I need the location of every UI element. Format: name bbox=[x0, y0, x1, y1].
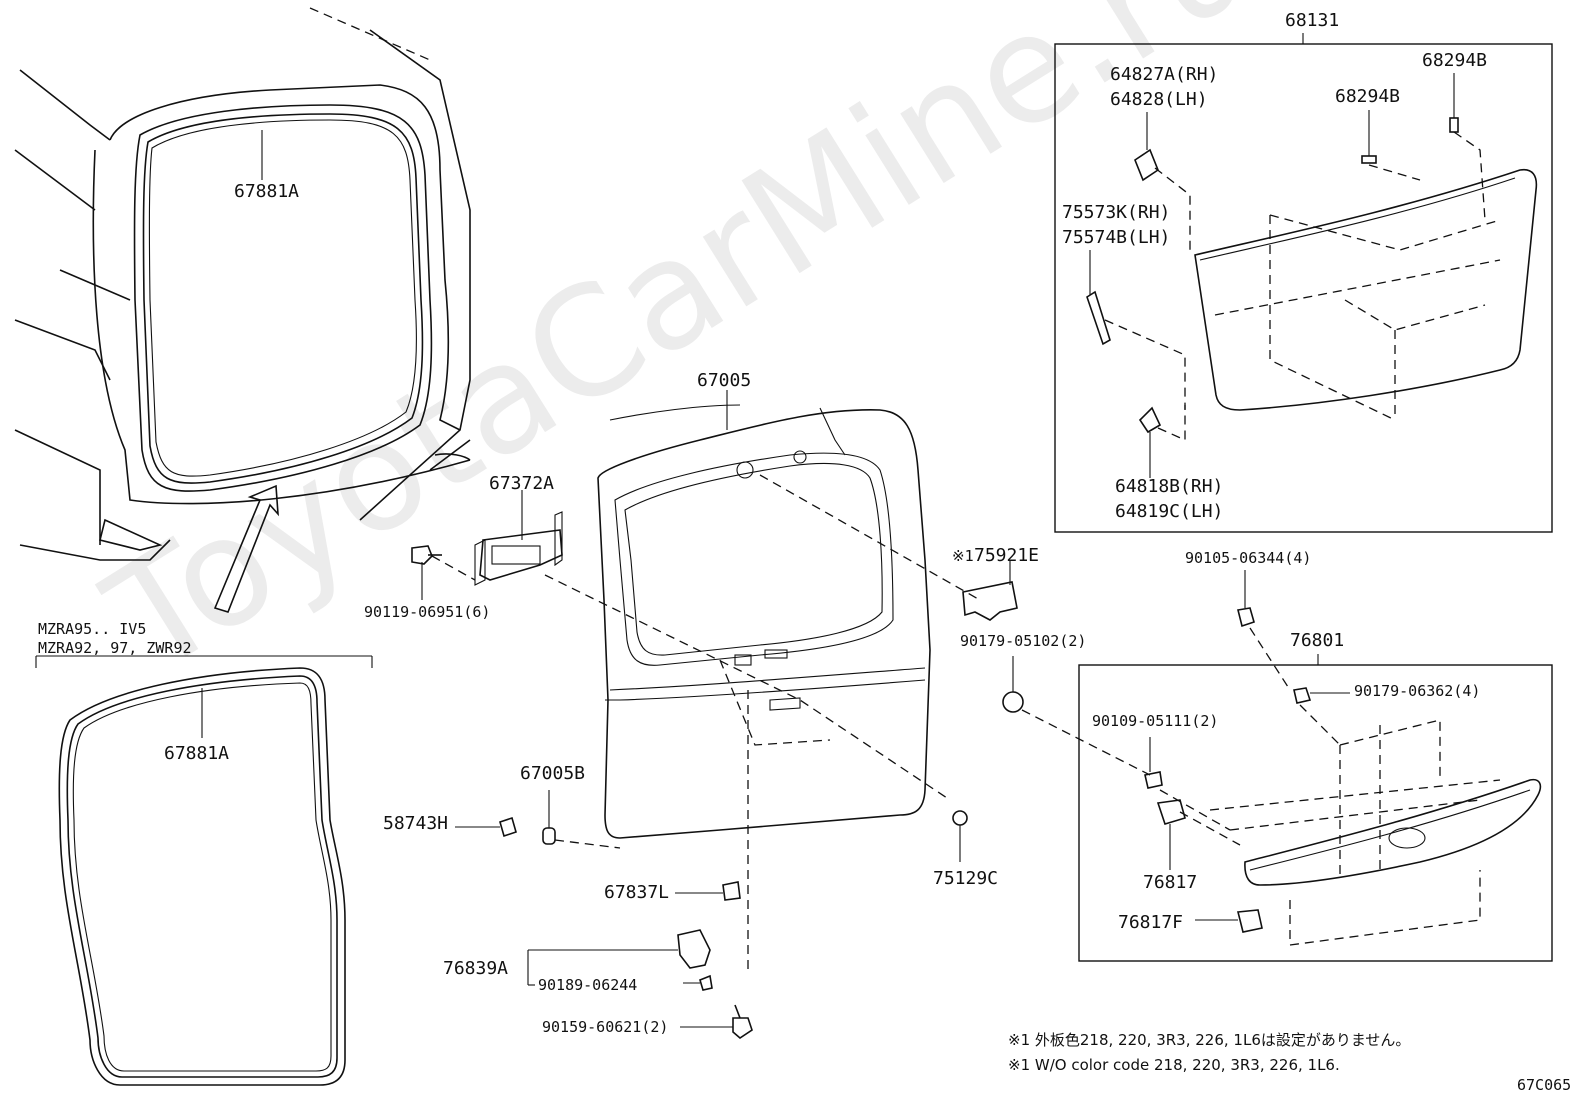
spacer-68294B-b bbox=[1449, 73, 1486, 221]
emblem-75921E bbox=[962, 560, 1018, 621]
variant-bracket bbox=[35, 655, 373, 668]
bolt-90119 bbox=[411, 545, 476, 600]
molding-75573K bbox=[1086, 250, 1186, 410]
label-64828: 64828(LH) bbox=[1110, 89, 1208, 110]
bolt-90159 bbox=[680, 1004, 753, 1040]
label-90179-05102: 90179-05102(2) bbox=[960, 632, 1087, 650]
label-75574B: 75574B(LH) bbox=[1062, 227, 1171, 248]
label-64819C: 64819C(LH) bbox=[1115, 501, 1224, 522]
label-75573K: 75573K(RH) bbox=[1062, 202, 1171, 223]
label-76817: 76817 bbox=[1143, 872, 1198, 893]
label-68294B-b: 68294B bbox=[1422, 50, 1488, 71]
clip-90179-05102 bbox=[1002, 656, 1151, 776]
label-variant-line1: MZRA95.. IV5 bbox=[38, 620, 147, 638]
label-67881A-body: 67881A bbox=[234, 181, 300, 202]
striker-67837L bbox=[675, 881, 741, 901]
label-90119: 90119-06951(6) bbox=[364, 603, 491, 621]
spacer-68294B-a bbox=[1361, 110, 1421, 181]
variant-weatherstrip bbox=[58, 667, 346, 1086]
lock-76839A bbox=[527, 929, 713, 991]
glass-clip-64827A bbox=[1134, 112, 1191, 250]
plug-75129C bbox=[952, 810, 968, 862]
label-76801: 76801 bbox=[1290, 630, 1345, 651]
cushion-76817F bbox=[1195, 909, 1263, 933]
label-76817F: 76817F bbox=[1118, 912, 1184, 933]
note-japanese: ※1 外板色218, 220, 3R3, 226, 1L6は設定がありません。 bbox=[1008, 1031, 1411, 1049]
label-58743H: 58743H bbox=[383, 813, 449, 834]
clip-90179-06362 bbox=[1293, 687, 1350, 746]
label-90159: 90159-60621(2) bbox=[542, 1018, 669, 1036]
label-68294B-a: 68294B bbox=[1335, 86, 1401, 107]
glass-group-box bbox=[1054, 43, 1553, 533]
label-90105: 90105-06344(4) bbox=[1185, 549, 1312, 567]
label-90179-06362: 90179-06362(4) bbox=[1354, 682, 1481, 700]
label-67005B: 67005B bbox=[520, 763, 586, 784]
back-door-garnish bbox=[1159, 719, 1542, 946]
back-door-panel bbox=[597, 390, 931, 839]
nut-90105 bbox=[1237, 570, 1291, 691]
label-emblem-prefix: ※1 bbox=[952, 547, 974, 565]
plug-58743H bbox=[455, 816, 517, 838]
dash-door-3 bbox=[719, 659, 831, 746]
garnish-group-box bbox=[1078, 664, 1553, 962]
label-75129C: 75129C bbox=[933, 868, 999, 889]
clip-90109 bbox=[1144, 737, 1163, 789]
label-67881A-variant: 67881A bbox=[164, 743, 230, 764]
dash-door-5 bbox=[554, 839, 621, 849]
label-67005: 67005 bbox=[697, 370, 752, 391]
label-67372A: 67372A bbox=[489, 473, 555, 494]
label-variant-line2: MZRA92, 97, ZWR92 bbox=[38, 639, 192, 657]
label-67837L: 67837L bbox=[604, 882, 670, 903]
label-90189: 90189-06244 bbox=[538, 976, 638, 994]
cushion-76817 bbox=[1156, 799, 1186, 870]
cushion-67005B bbox=[542, 790, 556, 845]
vehicle-body-rear bbox=[14, 7, 471, 613]
hinge-67372A bbox=[474, 490, 563, 586]
retainer-64818B bbox=[1138, 405, 1186, 478]
note-english: ※1 W/O color code 218, 220, 3R3, 226, 1L… bbox=[1008, 1056, 1340, 1074]
dash-door-1 bbox=[544, 574, 951, 801]
label-68131: 68131 bbox=[1285, 10, 1340, 31]
label-76839A: 76839A bbox=[443, 958, 509, 979]
back-glass bbox=[1194, 168, 1538, 421]
label-64818B: 64818B(RH) bbox=[1115, 476, 1224, 497]
dash-door-2 bbox=[759, 474, 981, 601]
label-90109: 90109-05111(2) bbox=[1092, 712, 1219, 730]
diagram-code: 67C065 bbox=[1517, 1076, 1572, 1094]
label-64827A: 64827A(RH) bbox=[1110, 64, 1219, 85]
label-75921E: 75921E bbox=[974, 545, 1040, 566]
